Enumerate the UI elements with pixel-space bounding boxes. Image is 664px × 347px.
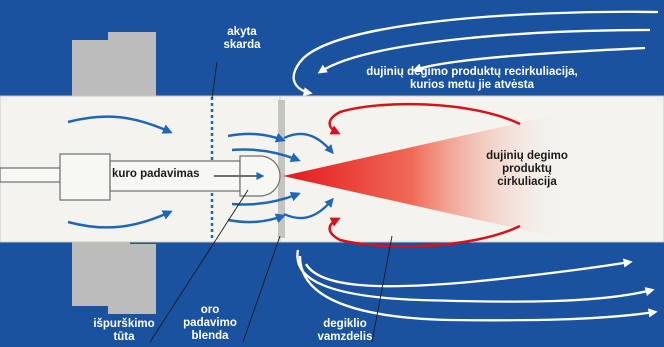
circulation-label-line: dujinių degimo <box>486 150 568 162</box>
burner-tube-label-line: vamzdelis <box>317 331 373 343</box>
air-baffle-label-line: padavimo <box>183 317 237 329</box>
leader-lines <box>149 61 393 343</box>
outer-recirc-loop <box>305 258 633 288</box>
perforated-plate-label: akyta skarda <box>212 26 272 52</box>
air-arrow <box>67 115 173 134</box>
outer-recirc-loop <box>296 249 655 303</box>
air-arrow <box>67 210 173 229</box>
baffle-arrow <box>283 197 334 220</box>
circulation-arrow <box>328 217 521 248</box>
fuel-supply-label-line: kuro padavimas <box>112 168 200 180</box>
fuel-supply-label: kuro padavimas <box>112 168 230 181</box>
outer-recirc-loop <box>317 28 651 74</box>
burner-tube-label-line: degiklio <box>323 318 367 330</box>
circulation-label-line: produktų <box>502 163 552 175</box>
air-baffle-label-line: oro <box>200 304 220 316</box>
air-baffle-label: oro padavimo blenda <box>170 304 250 343</box>
leader-line <box>371 235 393 343</box>
nozzle-label: išpurškimo tūta <box>72 318 176 344</box>
air-arrow <box>227 132 286 143</box>
burner-flange <box>72 32 156 314</box>
outer-recirc-loop <box>298 255 658 322</box>
leader-line <box>242 235 281 343</box>
perforated-plate-label-line: skarda <box>223 39 261 51</box>
leader-line <box>149 189 249 343</box>
circulation-arrow <box>328 102 521 135</box>
nozzle-label-line: išpurškimo <box>93 318 155 330</box>
flame-cone <box>283 112 568 240</box>
recirculation-label: dujinių degimo produktų recirkuliacija, … <box>322 66 622 92</box>
circulation-label: dujinių degimo produktų cirkuliacija <box>472 150 582 189</box>
nozzle-label-line: tūta <box>113 331 135 343</box>
air-baffle <box>278 100 285 238</box>
recirculation-label-line: dujinių degimo produktų recirkuliacija, <box>366 66 578 78</box>
outer-recirculation-arrows <box>292 10 659 322</box>
air-arrow <box>227 213 286 224</box>
outer-recirc-loop <box>292 10 659 97</box>
air-arrow <box>231 148 301 163</box>
circulation-label-line: cirkuliacija <box>497 176 557 188</box>
baffle-arrow <box>283 132 334 155</box>
air-baffle-label-line: blenda <box>191 330 229 342</box>
leader-line <box>211 61 218 99</box>
perforated-plate-label-line: akyta <box>227 26 257 38</box>
burner-tube-label: degiklio vamzdelis <box>300 318 390 344</box>
internal-circulation-arrows <box>328 102 521 248</box>
outer-recirc-loop <box>412 46 646 73</box>
recirculation-label-line: kurios metu jie atvėsta <box>410 79 534 91</box>
baffle-recirculation-arrows <box>283 132 334 220</box>
